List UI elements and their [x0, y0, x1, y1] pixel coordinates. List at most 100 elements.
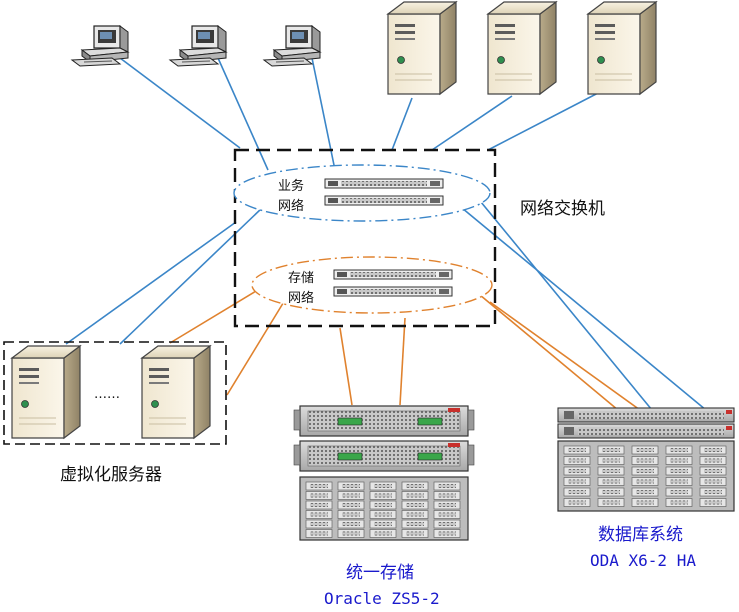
- switch-group-frame: [233, 148, 497, 328]
- drive-bay: [597, 498, 625, 507]
- drive-bay: [401, 481, 429, 491]
- tower-server-icon: [387, 1, 457, 95]
- drive-bay: [433, 519, 461, 529]
- drive-bay: [665, 445, 693, 455]
- app-server-3-link: [487, 91, 601, 151]
- drive-bay: [665, 456, 693, 465]
- unified-storage-name: 统一存储: [346, 563, 414, 583]
- virt-server-2-storage-link: [226, 299, 286, 396]
- tower-server-icon: [11, 345, 81, 439]
- drive-bay: [369, 510, 397, 519]
- drive-bay: [665, 466, 693, 476]
- drive-bay: [337, 519, 365, 529]
- client-3-link: [311, 57, 336, 171]
- drive-bay: [631, 498, 659, 507]
- zs-storage-link-1: [339, 327, 353, 406]
- drive-bay: [337, 500, 365, 510]
- virt-server-1-business-link: [65, 221, 237, 345]
- drive-bay: [401, 510, 429, 519]
- tower-server-icon: [487, 1, 557, 95]
- drive-bay: [665, 498, 693, 507]
- drive-bay: [563, 498, 591, 507]
- drive-bay: [699, 498, 727, 507]
- drive-bay: [369, 519, 397, 529]
- drive-bay: [597, 445, 625, 455]
- drive-bay: [401, 529, 429, 538]
- drive-bay: [433, 491, 461, 500]
- storage-switch-1: [333, 269, 453, 280]
- business-network-links: [65, 57, 707, 411]
- oda-storage-link-2: [489, 301, 641, 411]
- drive-bay: [563, 456, 591, 465]
- drive-bay: [337, 491, 365, 500]
- drive-bay: [631, 445, 659, 455]
- oda-business-link-1: [475, 195, 653, 411]
- zs5-2-storage-appliance: [293, 405, 475, 541]
- virtualization-group-frame: [3, 341, 227, 445]
- virt-server-1-storage-link: [169, 284, 267, 344]
- zs-storage-link-2: [399, 317, 406, 406]
- drive-bay: [305, 529, 333, 538]
- oda-storage-link-1: [473, 289, 619, 411]
- drive-bay: [401, 519, 429, 529]
- zs-controller-1: [293, 405, 475, 437]
- drive-bay: [433, 510, 461, 519]
- drive-bay: [631, 466, 659, 476]
- drive-bay: [631, 487, 659, 497]
- desktop-computer-icon: [71, 25, 129, 67]
- drive-bay: [433, 529, 461, 538]
- app-server-1-link: [391, 97, 413, 151]
- oda-node-2: [557, 423, 735, 439]
- drive-bay: [597, 487, 625, 497]
- drive-bay: [433, 481, 461, 491]
- tower-server-icon: [587, 1, 657, 95]
- drive-bay: [433, 500, 461, 510]
- drive-bay: [305, 481, 333, 491]
- drive-bay: [631, 456, 659, 465]
- drive-bay: [369, 491, 397, 500]
- drive-bay: [369, 500, 397, 510]
- drive-bay: [597, 466, 625, 476]
- virtualization-ellipsis: ……: [94, 387, 120, 402]
- drive-bay: [305, 500, 333, 510]
- drive-bay: [305, 491, 333, 500]
- storage-network-links: [169, 284, 641, 411]
- drive-bay: [665, 477, 693, 486]
- drive-bay: [401, 500, 429, 510]
- zs-controller-2: [293, 440, 475, 472]
- oda-x6-2-ha-appliance: [557, 407, 735, 512]
- business-switch-1: [324, 178, 444, 189]
- drive-bay: [563, 487, 591, 497]
- drive-bay: [699, 477, 727, 486]
- storage-switch-2: [333, 286, 453, 297]
- drive-bay: [305, 519, 333, 529]
- drive-bay: [699, 487, 727, 497]
- desktop-computer-icon: [169, 25, 227, 67]
- storage-network-label-line1: 存储: [288, 271, 314, 286]
- unified-storage-model: Oracle ZS5-2: [324, 589, 440, 608]
- drive-bay: [563, 477, 591, 486]
- drive-bay: [401, 491, 429, 500]
- drive-bay: [597, 456, 625, 465]
- tower-server-icon: [141, 345, 211, 439]
- drive-bay: [699, 456, 727, 465]
- drive-bay: [597, 477, 625, 486]
- drive-bay: [699, 445, 727, 455]
- storage-network-label-line2: 网络: [288, 290, 314, 306]
- drive-bay: [369, 481, 397, 491]
- business-network-label-line2: 网络: [278, 198, 304, 214]
- client-2-link: [217, 57, 269, 171]
- drive-bay: [337, 481, 365, 491]
- drive-bay: [305, 510, 333, 519]
- drive-bay: [563, 466, 591, 476]
- oda-business-link-2: [461, 207, 707, 411]
- drive-bay: [665, 487, 693, 497]
- drive-bay: [563, 445, 591, 455]
- virt-server-2-business-link: [119, 207, 263, 345]
- client-1-link: [119, 57, 241, 149]
- switch-group-label: 网络交换机: [520, 199, 605, 219]
- drive-bay: [699, 466, 727, 476]
- business-network-label-line1: 业务: [278, 178, 304, 194]
- app-server-2-link: [431, 95, 513, 151]
